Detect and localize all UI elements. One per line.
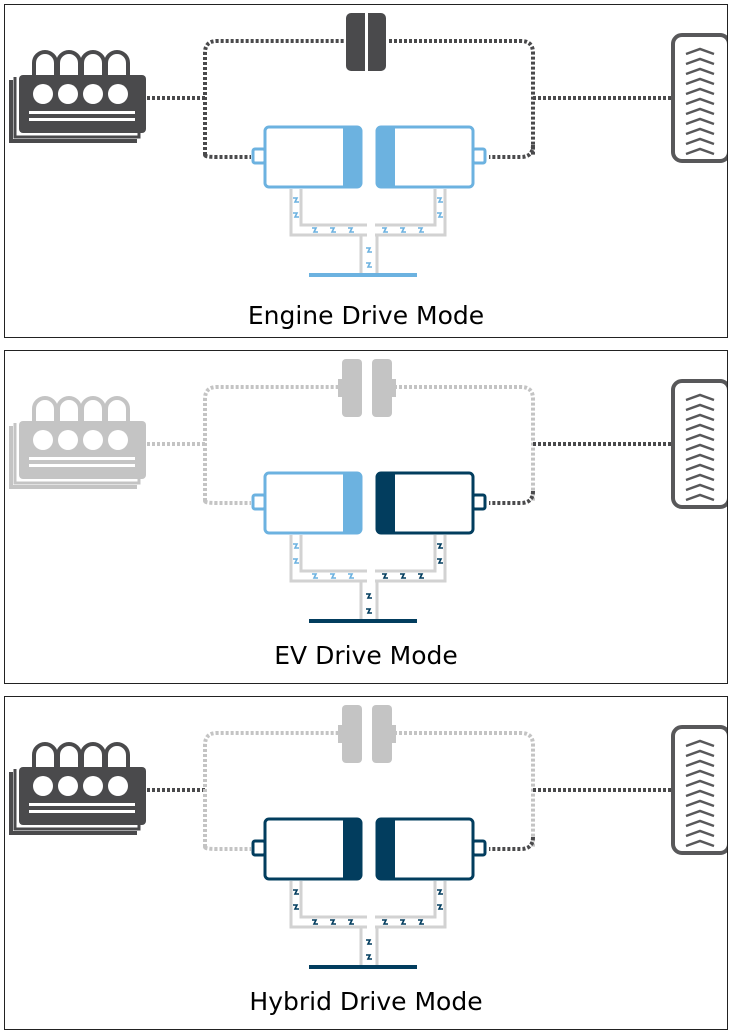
lightning-bolt bbox=[382, 919, 388, 925]
battery-wiring bbox=[289, 881, 447, 969]
powertrain-diagram bbox=[9, 705, 727, 969]
hybrid-drive-panel: Hybrid Drive Mode bbox=[4, 696, 728, 1030]
lightning-bolt bbox=[437, 904, 443, 910]
top-shaft-right bbox=[389, 39, 535, 155]
lightning-bolt bbox=[348, 227, 354, 233]
lightning-bolt bbox=[312, 573, 318, 579]
clutch-icon bbox=[338, 705, 396, 763]
powertrain-diagram bbox=[9, 13, 727, 277]
lightning-bolt bbox=[400, 919, 406, 925]
lightning-bolt bbox=[312, 919, 318, 925]
lightning-bolt bbox=[293, 889, 299, 895]
right-motor-link bbox=[489, 144, 535, 159]
powertrain-diagram bbox=[9, 359, 727, 623]
right-motor-link bbox=[489, 836, 535, 851]
engine-icon bbox=[9, 742, 146, 835]
top-shaft-right bbox=[389, 731, 535, 847]
lightning-bolt bbox=[382, 573, 388, 579]
lightning-bolt bbox=[437, 212, 443, 218]
battery-wiring bbox=[289, 535, 447, 623]
top-shaft-right bbox=[389, 385, 535, 501]
left-motor-link bbox=[203, 845, 251, 851]
tire-icon bbox=[671, 33, 727, 163]
generator-motor bbox=[251, 471, 363, 535]
lightning-bolt bbox=[293, 558, 299, 564]
lightning-bolt bbox=[312, 227, 318, 233]
engine-drive-panel: Engine Drive Mode bbox=[4, 4, 728, 338]
lightning-bolt bbox=[418, 227, 424, 233]
ev-drive-panel: EV Drive Mode bbox=[4, 350, 728, 684]
tire-icon bbox=[671, 379, 727, 509]
lightning-bolt bbox=[418, 919, 424, 925]
generator-motor bbox=[251, 125, 363, 189]
lightning-bolt bbox=[293, 904, 299, 910]
hybrid-drive-diagram bbox=[9, 705, 727, 969]
engine-icon bbox=[9, 50, 146, 143]
lightning-bolt bbox=[293, 212, 299, 218]
lightning-bolt bbox=[348, 573, 354, 579]
lightning-bolt bbox=[330, 919, 336, 925]
clutch-icon bbox=[338, 359, 396, 417]
lightning-bolt bbox=[366, 262, 372, 268]
lightning-bolt bbox=[293, 197, 299, 203]
hybrid-drive-mode-label: Hybrid Drive Mode bbox=[249, 987, 483, 1016]
battery-wiring bbox=[289, 189, 447, 277]
lightning-bolt bbox=[366, 247, 372, 253]
lightning-bolt bbox=[400, 227, 406, 233]
lightning-bolt bbox=[330, 227, 336, 233]
lightning-bolt bbox=[293, 543, 299, 549]
drive-motor bbox=[375, 471, 487, 535]
top-shaft-left bbox=[203, 385, 345, 501]
right-motor-link bbox=[489, 490, 535, 505]
lightning-bolt bbox=[348, 919, 354, 925]
tire-icon bbox=[671, 725, 727, 855]
top-shaft-left bbox=[203, 39, 345, 155]
engine-drive-diagram bbox=[9, 13, 727, 277]
drive-motor bbox=[375, 125, 487, 189]
lightning-bolt bbox=[382, 227, 388, 233]
drive-motor bbox=[375, 817, 487, 881]
generator-motor bbox=[251, 817, 363, 881]
lightning-bolt bbox=[418, 573, 424, 579]
top-shaft-left bbox=[203, 731, 345, 847]
lightning-bolt bbox=[437, 543, 443, 549]
lightning-bolt bbox=[437, 889, 443, 895]
lightning-bolt bbox=[400, 573, 406, 579]
lightning-bolt bbox=[437, 197, 443, 203]
left-motor-link bbox=[203, 499, 251, 505]
ev-drive-diagram bbox=[9, 359, 727, 623]
lightning-bolt bbox=[366, 939, 372, 945]
lightning-bolt bbox=[437, 558, 443, 564]
lightning-bolt bbox=[330, 573, 336, 579]
lightning-bolt bbox=[366, 593, 372, 599]
left-motor-link bbox=[203, 153, 251, 159]
engine-icon bbox=[9, 396, 146, 489]
clutch-icon bbox=[346, 13, 386, 71]
lightning-bolt bbox=[366, 608, 372, 614]
engine-drive-mode-label: Engine Drive Mode bbox=[247, 301, 485, 330]
lightning-bolt bbox=[366, 954, 372, 960]
ev-drive-mode-label: EV Drive Mode bbox=[274, 641, 458, 670]
